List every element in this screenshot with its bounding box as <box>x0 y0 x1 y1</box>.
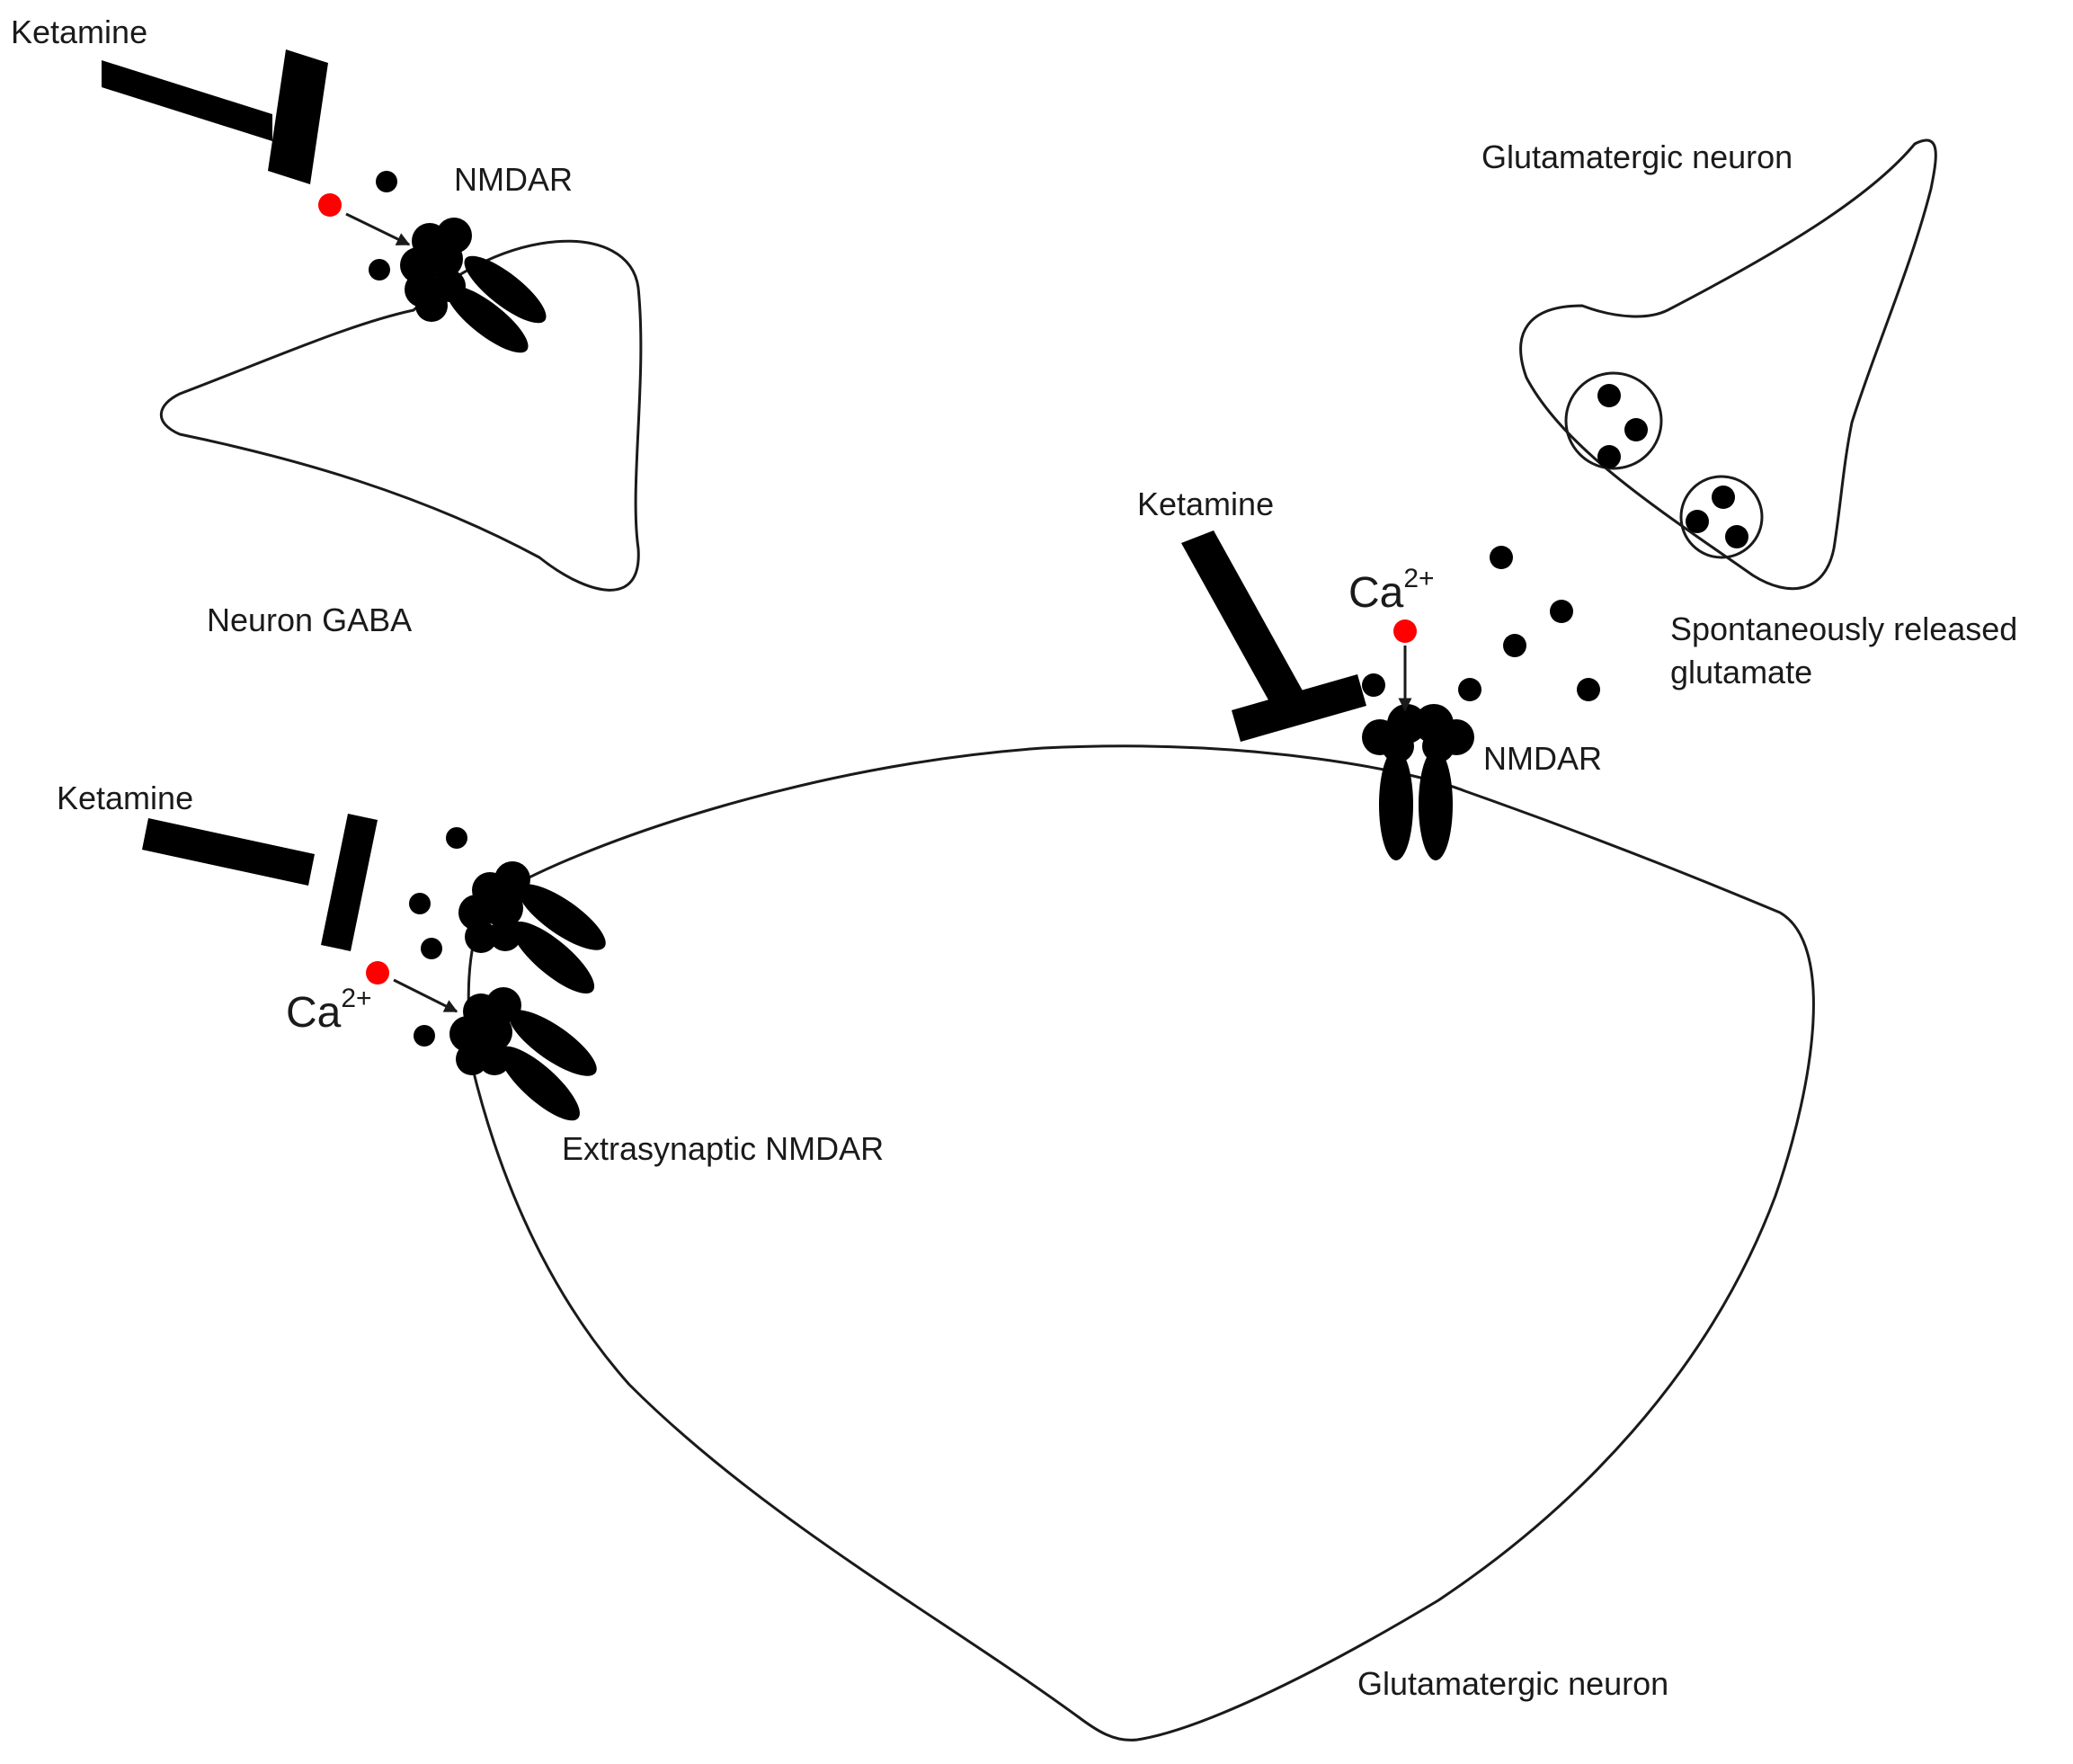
glutamate-dot <box>376 171 397 192</box>
label-ketamine-left: Ketamine <box>57 780 193 816</box>
glutamate-dot <box>446 827 467 849</box>
glutamate-molecules <box>369 171 1600 1047</box>
glutamatergic-neuron-bottom-outline <box>467 744 1815 1742</box>
label-spontaneously-released-line2: glutamate <box>1670 654 1812 690</box>
calcium-ion-left <box>366 961 389 984</box>
extrasynaptic-nmdar-lower <box>449 987 597 1121</box>
glutamate-dot <box>414 1025 435 1047</box>
calcium-arrow-left <box>393 978 458 1013</box>
label-nmdar-top-left: NMDAR <box>454 161 573 198</box>
label-extrasynaptic-nmdar: Extrasynaptic NMDAR <box>562 1130 884 1167</box>
ketamine-inhibitor-right <box>1181 530 1366 742</box>
calcium-arrow-top-left <box>345 212 411 246</box>
calcium-ion-top-left <box>318 193 342 217</box>
glutamate-dot <box>1550 600 1573 623</box>
glutamate-dot <box>1362 673 1385 697</box>
glutamate-dot <box>421 938 442 959</box>
label-glutamatergic-neuron-top: Glutamatergic neuron <box>1481 138 1793 175</box>
nmdar-receptor-right <box>1362 704 1474 860</box>
glutamate-dot <box>1458 678 1481 701</box>
ketamine-inhibitor-top-left <box>102 49 328 184</box>
glutamate-dot <box>369 259 390 281</box>
calcium-ion-right <box>1393 619 1417 643</box>
vesicle-2 <box>1679 475 1764 559</box>
vesicle-1 <box>1564 371 1663 470</box>
label-calcium-right: Ca2+ <box>1348 564 1435 617</box>
label-ketamine-top-left: Ketamine <box>11 13 147 50</box>
label-spontaneously-released-line1: Spontaneously released <box>1670 610 2017 647</box>
glutamate-dot <box>1577 678 1600 701</box>
nmdar-receptor-top-left <box>400 218 547 353</box>
glutamate-dot <box>1490 546 1513 569</box>
ketamine-inhibitor-left <box>142 814 378 951</box>
label-nmdar-right: NMDAR <box>1483 740 1602 777</box>
label-calcium-left: Ca2+ <box>286 984 372 1037</box>
label-ketamine-right: Ketamine <box>1137 486 1274 522</box>
label-neuron-gaba: Neuron GABA <box>207 601 412 638</box>
glutamate-dot <box>1503 634 1526 657</box>
extrasynaptic-nmdar-upper <box>458 861 606 994</box>
glutamatergic-neuron-top-outline <box>1519 138 1937 591</box>
gaba-neuron-outline <box>159 239 643 592</box>
label-glutamatergic-neuron-bottom: Glutamatergic neuron <box>1357 1665 1668 1702</box>
glutamate-dot <box>409 893 431 914</box>
